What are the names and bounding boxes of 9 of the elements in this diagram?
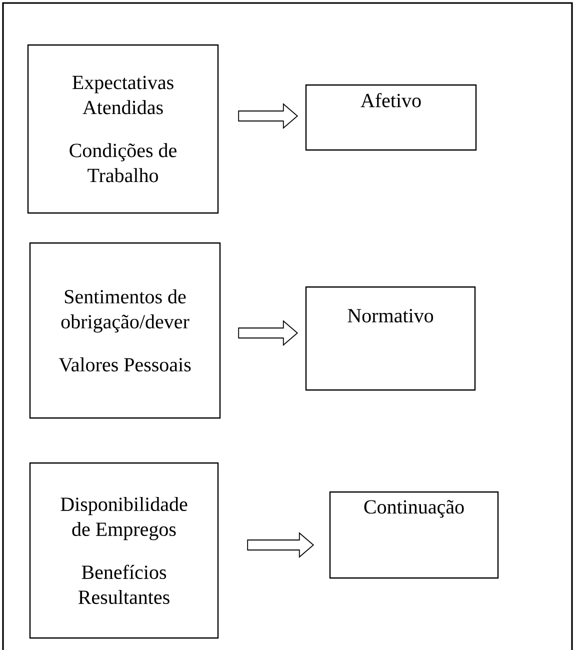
- hollow-arrow: [238, 320, 298, 346]
- category-box: Normativo: [305, 286, 476, 391]
- category-box: Continuação: [329, 491, 499, 579]
- category-box: Afetivo: [305, 84, 477, 151]
- factor-box: Expectativas Atendidas Condições de Trabalho: [27, 44, 219, 214]
- hollow-arrow: [238, 103, 298, 129]
- factor-box: Sentimentos de obrigação/dever Valores Pessoais: [29, 242, 221, 419]
- hollow-arrow: [247, 532, 314, 558]
- factor-box: Disponibilidade de Empregos Benefícios Resultantes: [29, 462, 219, 639]
